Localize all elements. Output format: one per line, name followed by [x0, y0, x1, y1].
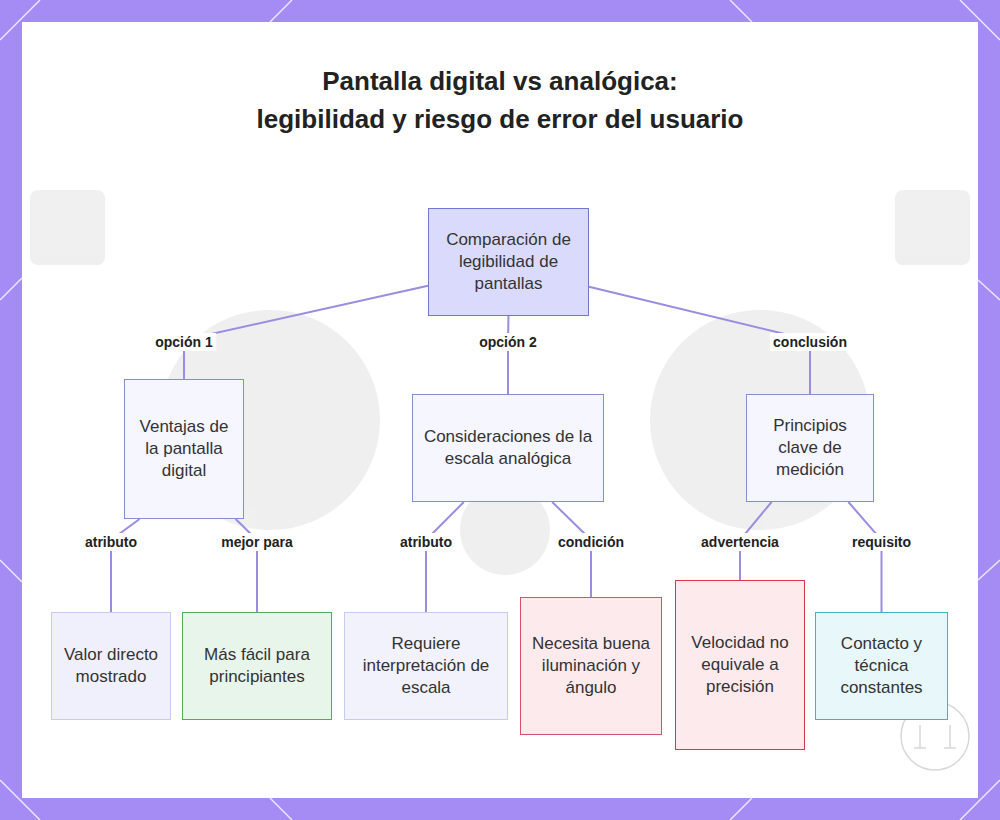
- edge-label: condición: [555, 533, 627, 551]
- connector-line: [848, 502, 881, 612]
- condition-box: Necesita buena iluminación y ángulo: [520, 597, 662, 735]
- root-box: Comparación de legibilidad de pantallas: [428, 208, 589, 316]
- option-box: Ventajas de la pantalla digital: [124, 379, 244, 519]
- edge-label: atributo: [397, 533, 455, 551]
- requirement-box: Contacto y técnica constantes: [815, 612, 948, 720]
- edge-label: atributo: [82, 533, 140, 551]
- edge-label: requisito: [849, 533, 914, 551]
- best-for-box: Más fácil para principiantes: [182, 612, 332, 720]
- node-text: Velocidad no equivale a precisión: [684, 632, 796, 698]
- connector-line: [184, 286, 428, 379]
- edge-label: opción 1: [152, 333, 216, 351]
- node-text: Consideraciones de la escala analógica: [421, 426, 595, 470]
- connector-line: [426, 502, 464, 612]
- node-text: Comparación de legibilidad de pantallas: [437, 229, 580, 295]
- edge-label: opción 2: [476, 333, 540, 351]
- attribute-box: Valor directo mostrado: [51, 612, 171, 720]
- node-text: Valor directo mostrado: [60, 644, 162, 688]
- node-text: Requiere interpretación de escala: [353, 633, 499, 699]
- connector-line: [507, 316, 510, 394]
- node-text: Necesita buena iluminación y ángulo: [529, 633, 653, 699]
- attribute-box: Requiere interpretación de escala: [344, 612, 508, 720]
- conclusion-box: Principios clave de medición: [746, 394, 874, 502]
- edge-label: mejor para: [218, 533, 296, 551]
- content-panel: [22, 22, 978, 798]
- option-box: Consideraciones de la escala analógica: [412, 394, 604, 502]
- warning-box: Velocidad no equivale a precisión: [675, 580, 805, 750]
- faded-background: [30, 190, 970, 575]
- node-text: Ventajas de la pantalla digital: [133, 416, 235, 482]
- node-text: Contacto y técnica constantes: [824, 633, 939, 699]
- diagram-title: Pantalla digital vs analógica: legibilid…: [255, 62, 745, 138]
- edge-label: conclusión: [770, 333, 850, 351]
- node-text: Más fácil para principiantes: [191, 644, 323, 688]
- edge-label: advertencia: [698, 533, 782, 551]
- node-text: Principios clave de medición: [755, 415, 865, 481]
